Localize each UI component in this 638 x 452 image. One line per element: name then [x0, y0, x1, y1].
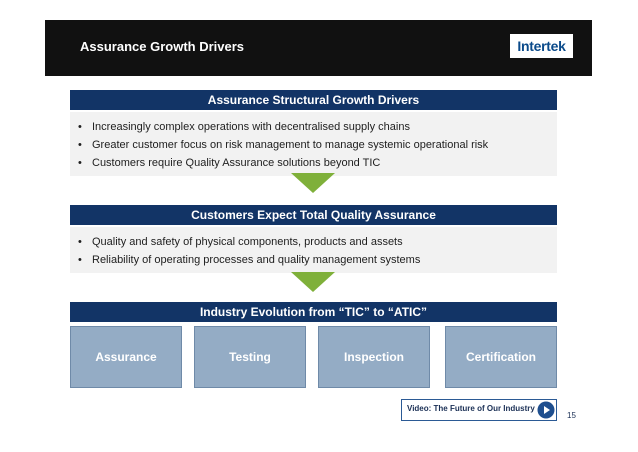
intertek-logo: Intertek: [510, 34, 573, 58]
section-structural-drivers-title: Assurance Structural Growth Drivers: [70, 90, 557, 110]
list-item: Quality and safety of physical component…: [70, 233, 557, 251]
list-item: Reliability of operating processes and q…: [70, 251, 557, 269]
slide-title: Assurance Growth Drivers: [80, 39, 245, 54]
video-link-label: Video: The Future of Our Industry: [407, 404, 535, 413]
play-icon[interactable]: [537, 401, 555, 419]
list-item: Greater customer focus on risk managemen…: [70, 136, 557, 154]
structural-drivers-list: Increasingly complex operations with dec…: [70, 112, 557, 176]
total-quality-list: Quality and safety of physical component…: [70, 227, 557, 273]
assurance-box: Assurance: [70, 326, 182, 388]
down-arrow-icon: [291, 173, 335, 193]
inspection-box: Inspection: [318, 326, 430, 388]
down-arrow-icon: [291, 272, 335, 292]
section-industry-evolution-title: Industry Evolution from “TIC” to “ATIC”: [70, 302, 557, 322]
certification-box: Certification: [445, 326, 557, 388]
list-item: Increasingly complex operations with dec…: [70, 118, 557, 136]
section-total-quality-title: Customers Expect Total Quality Assurance: [70, 205, 557, 225]
video-link-button[interactable]: Video: The Future of Our Industry: [401, 399, 557, 421]
testing-box: Testing: [194, 326, 306, 388]
slide-header: Assurance Growth Drivers Intertek: [45, 20, 592, 76]
page-number: 15: [567, 411, 576, 420]
list-item: Customers require Quality Assurance solu…: [70, 154, 557, 172]
